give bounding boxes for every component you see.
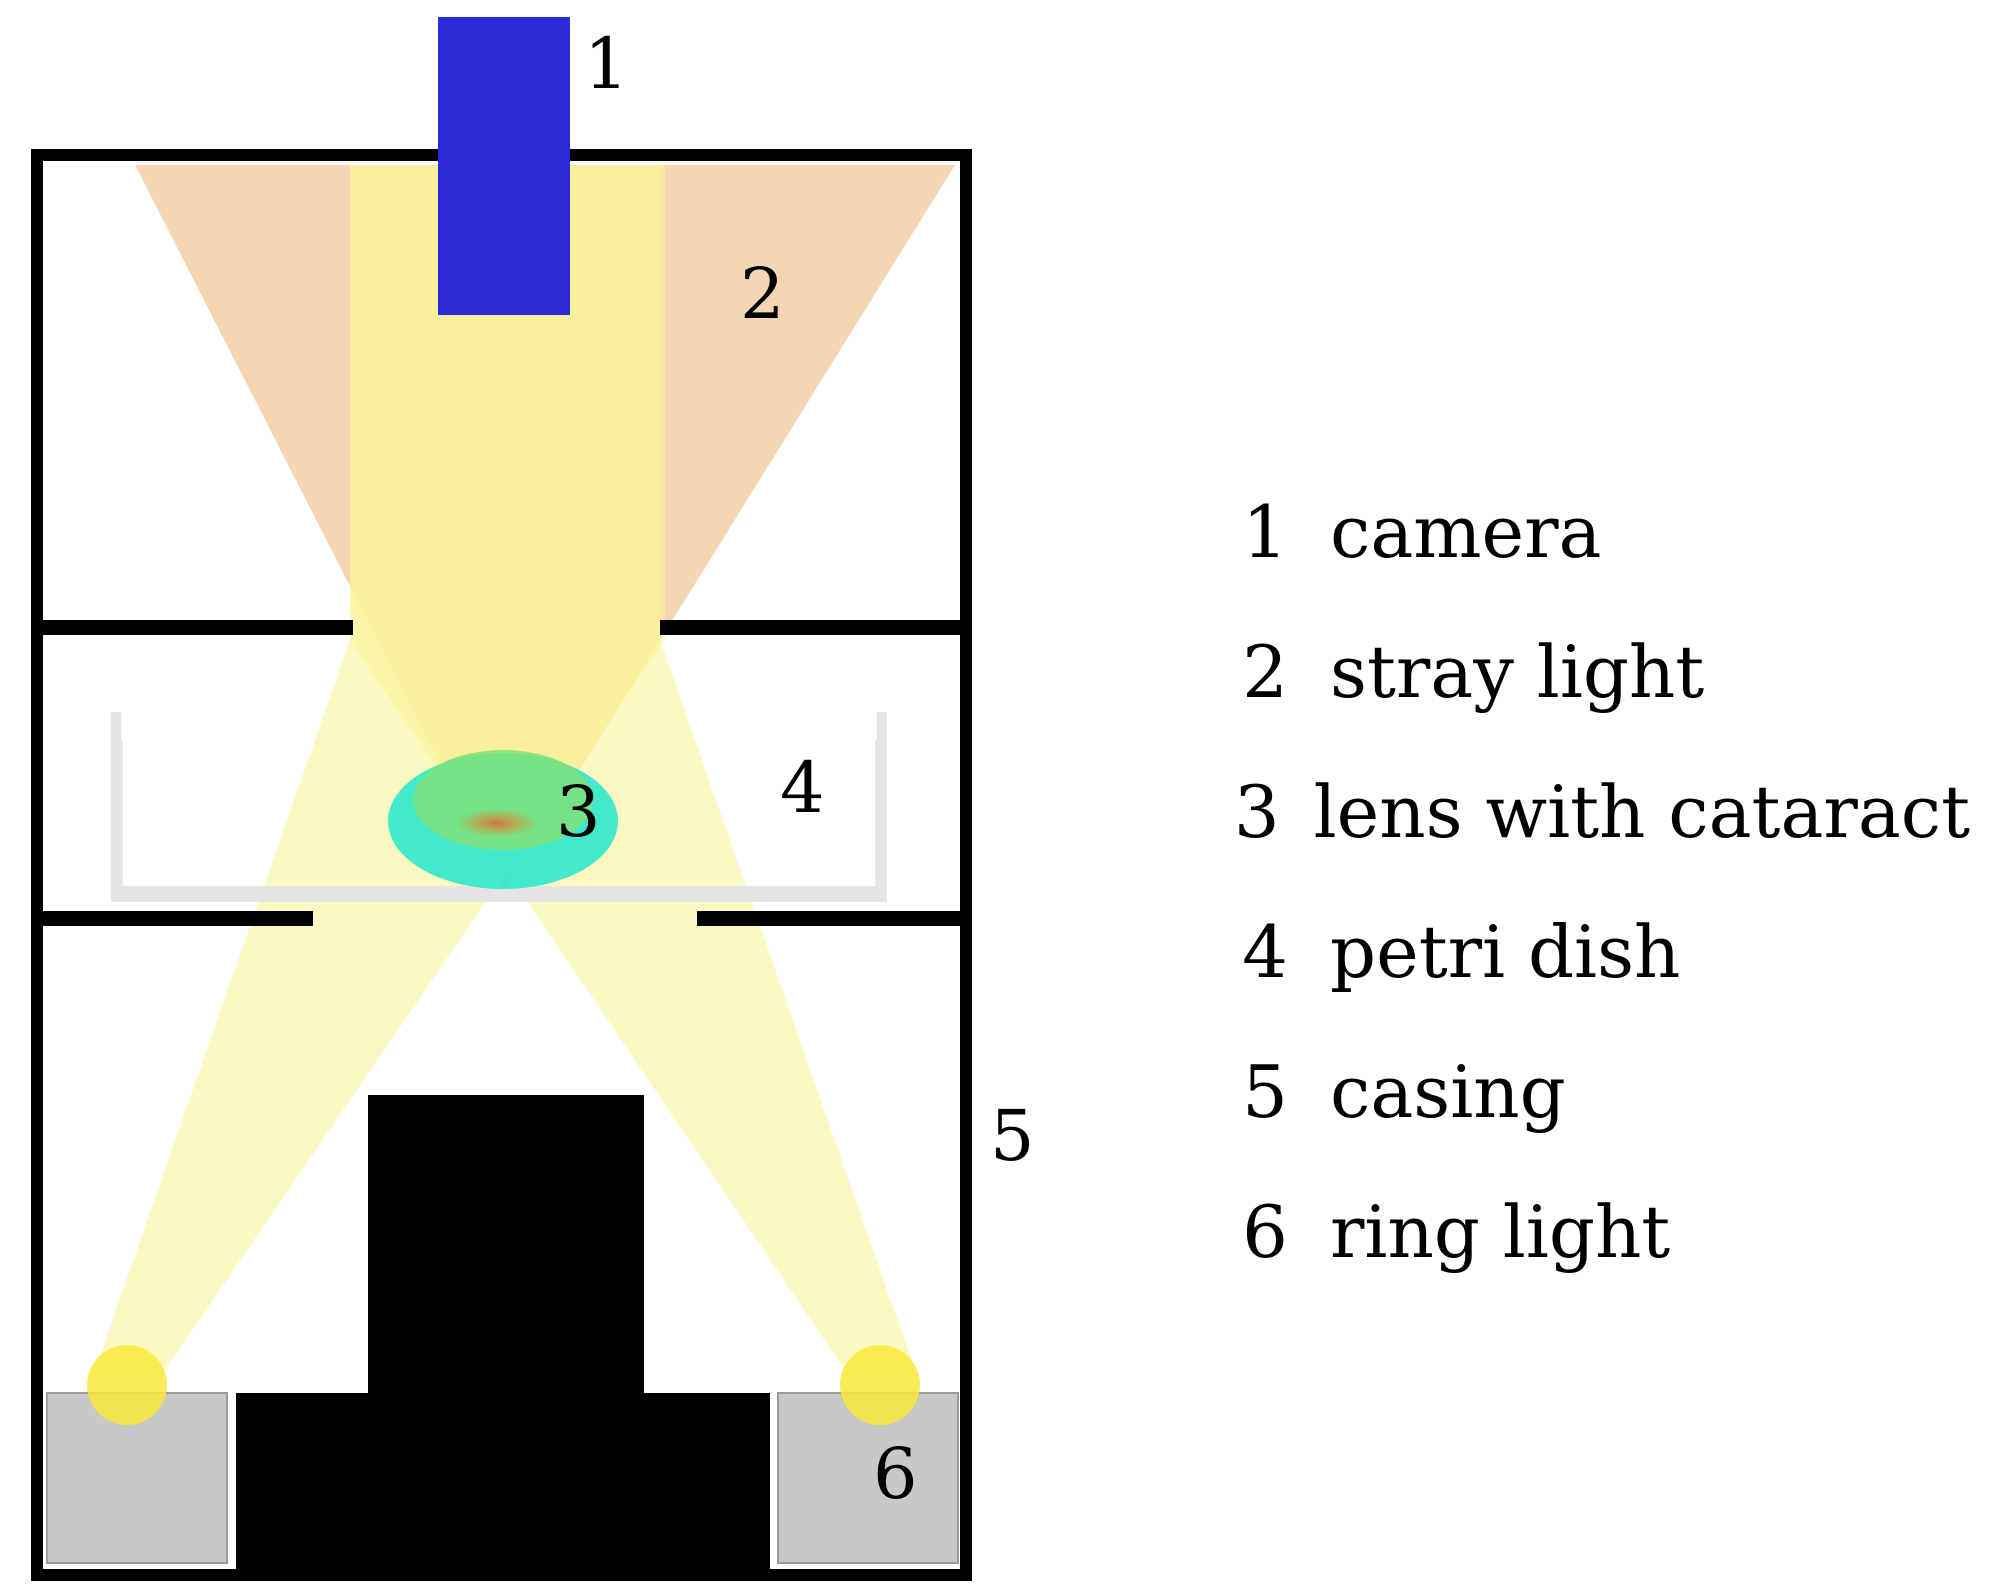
label-ring-light: 6 xyxy=(873,1433,918,1515)
label-lens: 3 xyxy=(556,771,601,853)
label-petri-dish: 4 xyxy=(780,747,825,829)
petri-dish-left-wall xyxy=(111,712,121,902)
petri-dish-base xyxy=(111,886,887,902)
legend-number: 3 xyxy=(1233,770,1280,854)
legend-number: 6 xyxy=(1242,1190,1288,1274)
upper-partition-right xyxy=(660,620,966,635)
lower-partition-right xyxy=(697,911,966,926)
legend-text: lens with cataract xyxy=(1313,770,1970,854)
upper-partition-left xyxy=(37,620,353,635)
legend-item-stray-light: 2 stray light xyxy=(1210,630,1970,770)
legend-item-lens: 3 lens with cataract xyxy=(1210,770,1970,910)
legend-text: casing xyxy=(1330,1050,1566,1134)
legend-number: 1 xyxy=(1242,490,1288,574)
petri-dish-right-wall xyxy=(877,712,887,902)
label-casing: 5 xyxy=(990,1095,1035,1177)
camera-body xyxy=(438,17,570,315)
label-stray-light: 2 xyxy=(740,253,785,335)
ring-light-bulb-right xyxy=(840,1345,920,1425)
legend-text: stray light xyxy=(1330,630,1705,714)
legend-text: ring light xyxy=(1330,1190,1671,1274)
legend-text: camera xyxy=(1330,490,1602,574)
ring-light-bulb-left xyxy=(87,1345,167,1425)
legend-number: 4 xyxy=(1242,910,1288,994)
legend-item-casing: 5 casing xyxy=(1210,1050,1970,1190)
legend-item-ring-light: 6 ring light xyxy=(1210,1190,1970,1330)
cataract-spot xyxy=(457,809,537,837)
stand-column xyxy=(368,1095,644,1395)
ring-light-beam-right xyxy=(350,165,915,1370)
legend-item-petri-dish: 4 petri dish xyxy=(1210,910,1970,1050)
lower-partition-left xyxy=(37,911,313,926)
legend: 1 camera 2 stray light 3 lens with catar… xyxy=(1210,490,1970,1330)
legend-number: 5 xyxy=(1242,1050,1288,1134)
legend-item-camera: 1 camera xyxy=(1210,490,1970,630)
stand-base xyxy=(236,1393,770,1570)
legend-text: petri dish xyxy=(1330,910,1681,994)
legend-number: 2 xyxy=(1242,630,1288,714)
label-camera: 1 xyxy=(584,23,629,105)
